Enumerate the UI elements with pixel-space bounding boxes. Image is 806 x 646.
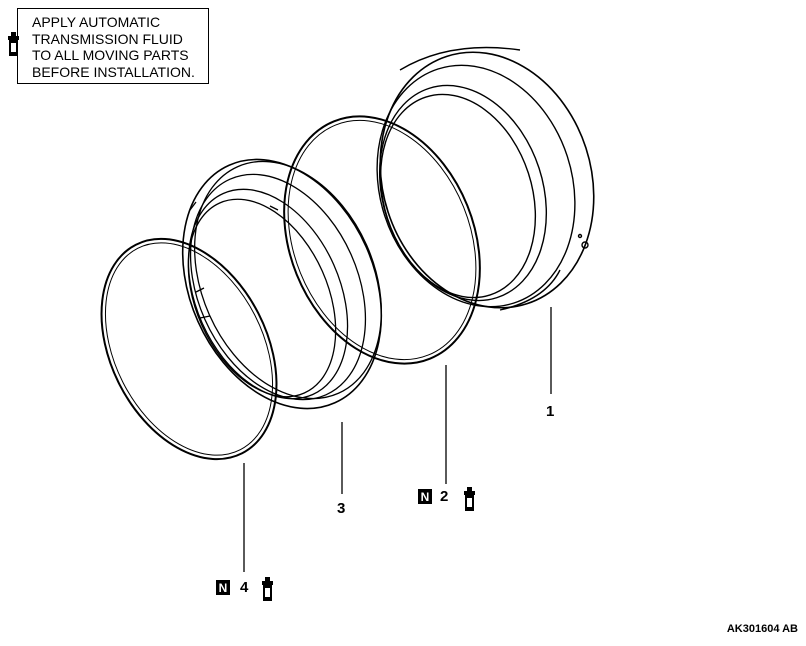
callout-1: 1	[546, 403, 555, 420]
fluid-bottle-icon	[262, 577, 273, 601]
part-4-seal	[100, 237, 278, 461]
note-box: APPLY AUTOMATIC TRANSMISSION FLUID TO AL…	[17, 8, 209, 84]
n-replace-icon: N	[418, 489, 432, 504]
callout-3: 3	[337, 500, 346, 517]
fluid-bottle-icon	[8, 32, 19, 56]
part-3-piston	[181, 158, 383, 410]
note-line-2: TRANSMISSION FLUID	[32, 30, 183, 47]
figure-id: AK301604 AB	[726, 623, 798, 635]
note-line-3: TO ALL MOVING PARTS	[32, 47, 189, 63]
callout-2: 2	[440, 488, 449, 505]
note-line-4: BEFORE INSTALLATION.	[32, 63, 195, 80]
note-line-1: APPLY AUTOMATIC	[32, 14, 161, 30]
part-1-housing	[376, 46, 595, 311]
note-text: APPLY AUTOMATIC TRANSMISSION FLUID TO AL…	[32, 14, 195, 80]
n-replace-icon: N	[216, 580, 230, 595]
callout-4: 4	[240, 579, 249, 596]
part-2-ring	[283, 115, 481, 365]
fluid-bottle-icon	[464, 487, 475, 511]
leader-lines	[243, 307, 552, 572]
